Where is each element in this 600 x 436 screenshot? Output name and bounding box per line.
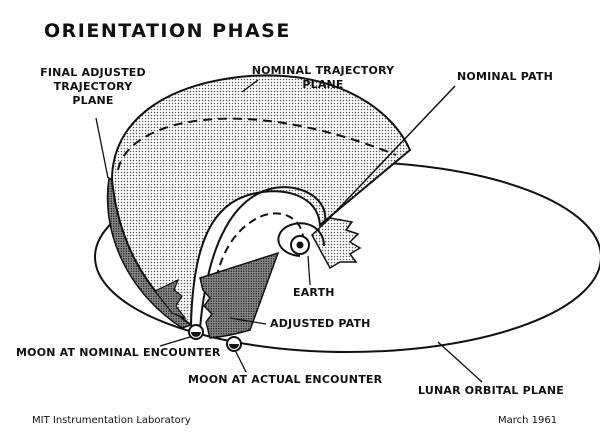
nominal-trajectory-plane-label: NOMINAL TRAJECTORY PLANE bbox=[250, 64, 396, 92]
label-line: FINAL ADJUSTED bbox=[40, 66, 146, 79]
trajectory-plane-torn-edge bbox=[154, 278, 187, 320]
nominal-path-track bbox=[199, 186, 327, 329]
adjusted-path-wedge bbox=[199, 251, 280, 339]
adjusted-path-dashed bbox=[213, 212, 305, 291]
earth-spiral-track bbox=[277, 222, 325, 257]
label-line: TRAJECTORY bbox=[53, 80, 133, 93]
moon-actual-icon bbox=[226, 336, 242, 352]
nominal-path-label: NOMINAL PATH bbox=[457, 70, 553, 83]
label-line: PLANE bbox=[72, 94, 114, 107]
footer-institution: MIT Instrumentation Laboratory bbox=[32, 415, 191, 426]
final-adjusted-trajectory-plane-label: FINAL ADJUSTED TRAJECTORY PLANE bbox=[38, 66, 148, 108]
earth-label: EARTH bbox=[293, 286, 335, 299]
adjusted-path-label: ADJUSTED PATH bbox=[270, 317, 371, 330]
nominal-path-line bbox=[322, 85, 456, 226]
footer-date: March 1961 bbox=[498, 415, 558, 426]
label-line: PLANE bbox=[302, 78, 344, 91]
moon-nominal-encounter-label: MOON AT NOMINAL ENCOUNTER bbox=[16, 346, 221, 359]
earth-icon bbox=[290, 235, 310, 255]
nominal-trajectory-dashed bbox=[117, 117, 397, 171]
page-title: ORIENTATION PHASE bbox=[44, 20, 291, 42]
leader-lines bbox=[95, 79, 483, 383]
moon-actual-encounter-label: MOON AT ACTUAL ENCOUNTER bbox=[188, 373, 383, 386]
lunar-orbital-plane-label: LUNAR ORBITAL PLANE bbox=[418, 384, 564, 397]
earth-torn-edge bbox=[311, 217, 362, 270]
label-line: NOMINAL TRAJECTORY bbox=[251, 64, 395, 77]
moon-nominal-icon bbox=[188, 324, 204, 340]
